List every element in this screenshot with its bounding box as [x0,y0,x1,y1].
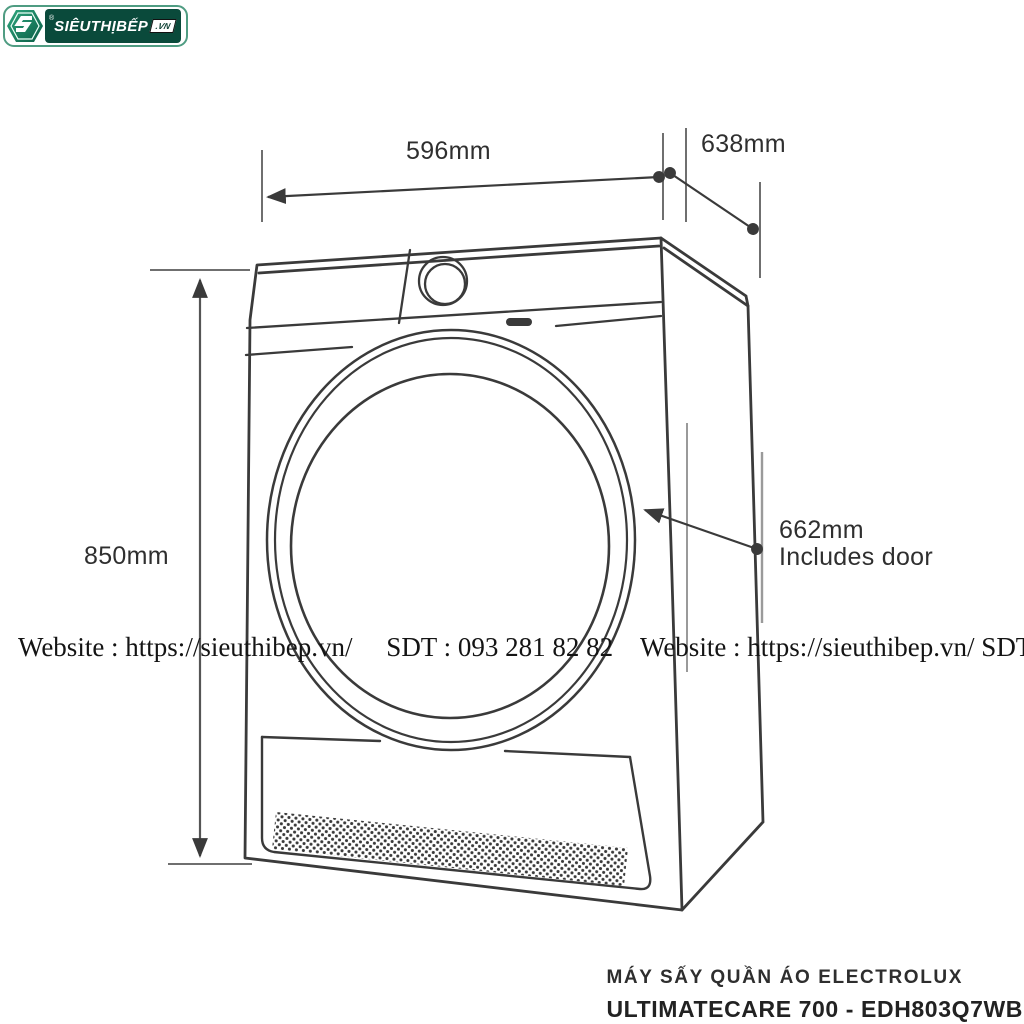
door-depth-note: Includes door [779,543,933,571]
vent-grille [272,812,628,886]
dryer-door [265,328,637,752]
door-glass [289,372,611,720]
depth-dimension-label: 638mm [701,130,786,158]
door-depth-dimension-label: 662mm Includes door [779,517,933,571]
watermark-right: Website : https://sieuthibep.vn/ SDT : 0… [640,632,1024,662]
program-knob-icon [423,262,467,306]
product-model-title: ULTIMATECARE 700 - EDH803Q7WB [606,996,1023,1022]
hexagon-s-icon [7,10,43,42]
width-dimension-label: 596mm [406,137,491,165]
dim-depth [664,128,761,278]
logo-text-panel: ® SIÊUTHỊBẾP .VN [45,9,182,43]
control-panel [244,248,663,357]
sieuthibep-logo: ® SIÊUTHỊBẾP .VN [3,5,189,47]
dim-width [261,133,665,222]
product-category-title: MÁY SẤY QUẦN ÁO ELECTROLUX [606,967,963,988]
handle-recess [506,318,532,326]
dryer-cabinet-outline [243,236,765,912]
watermark-left: Website : https://sieuthibep.vn/ SDT : 0… [18,632,614,662]
door-depth-value: 662mm [779,516,864,544]
dim-door-depth [643,423,764,672]
dim-height [150,269,252,865]
registered-mark: ® [49,15,55,22]
height-dimension-label: 850mm [84,542,169,570]
kick-panel [260,735,652,891]
logo-brand-text: SIÊUTHỊBẾP [54,17,149,35]
